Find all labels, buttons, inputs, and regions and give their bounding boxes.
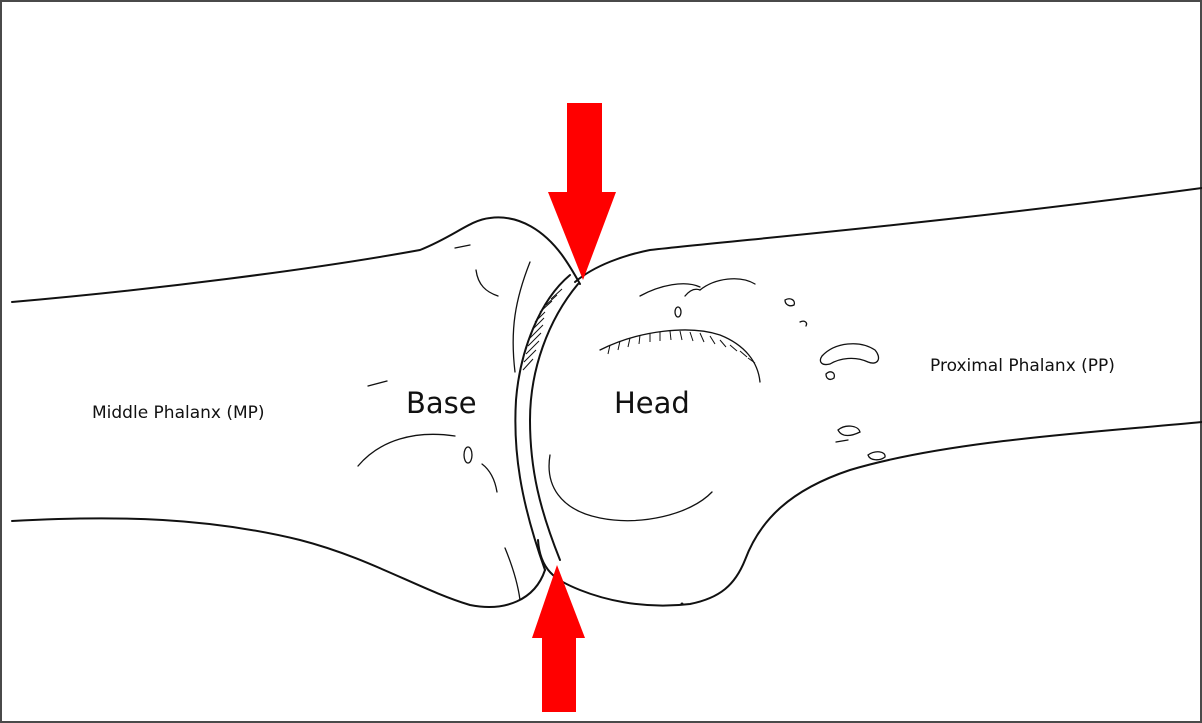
proximal-phalanx-label: Proximal Phalanx (PP) — [930, 356, 1115, 376]
middle-phalanx-label: Middle Phalanx (MP) — [92, 403, 265, 423]
base-label: Base — [406, 386, 477, 420]
head-label: Head — [614, 386, 690, 420]
bottom-dot — [681, 603, 684, 606]
